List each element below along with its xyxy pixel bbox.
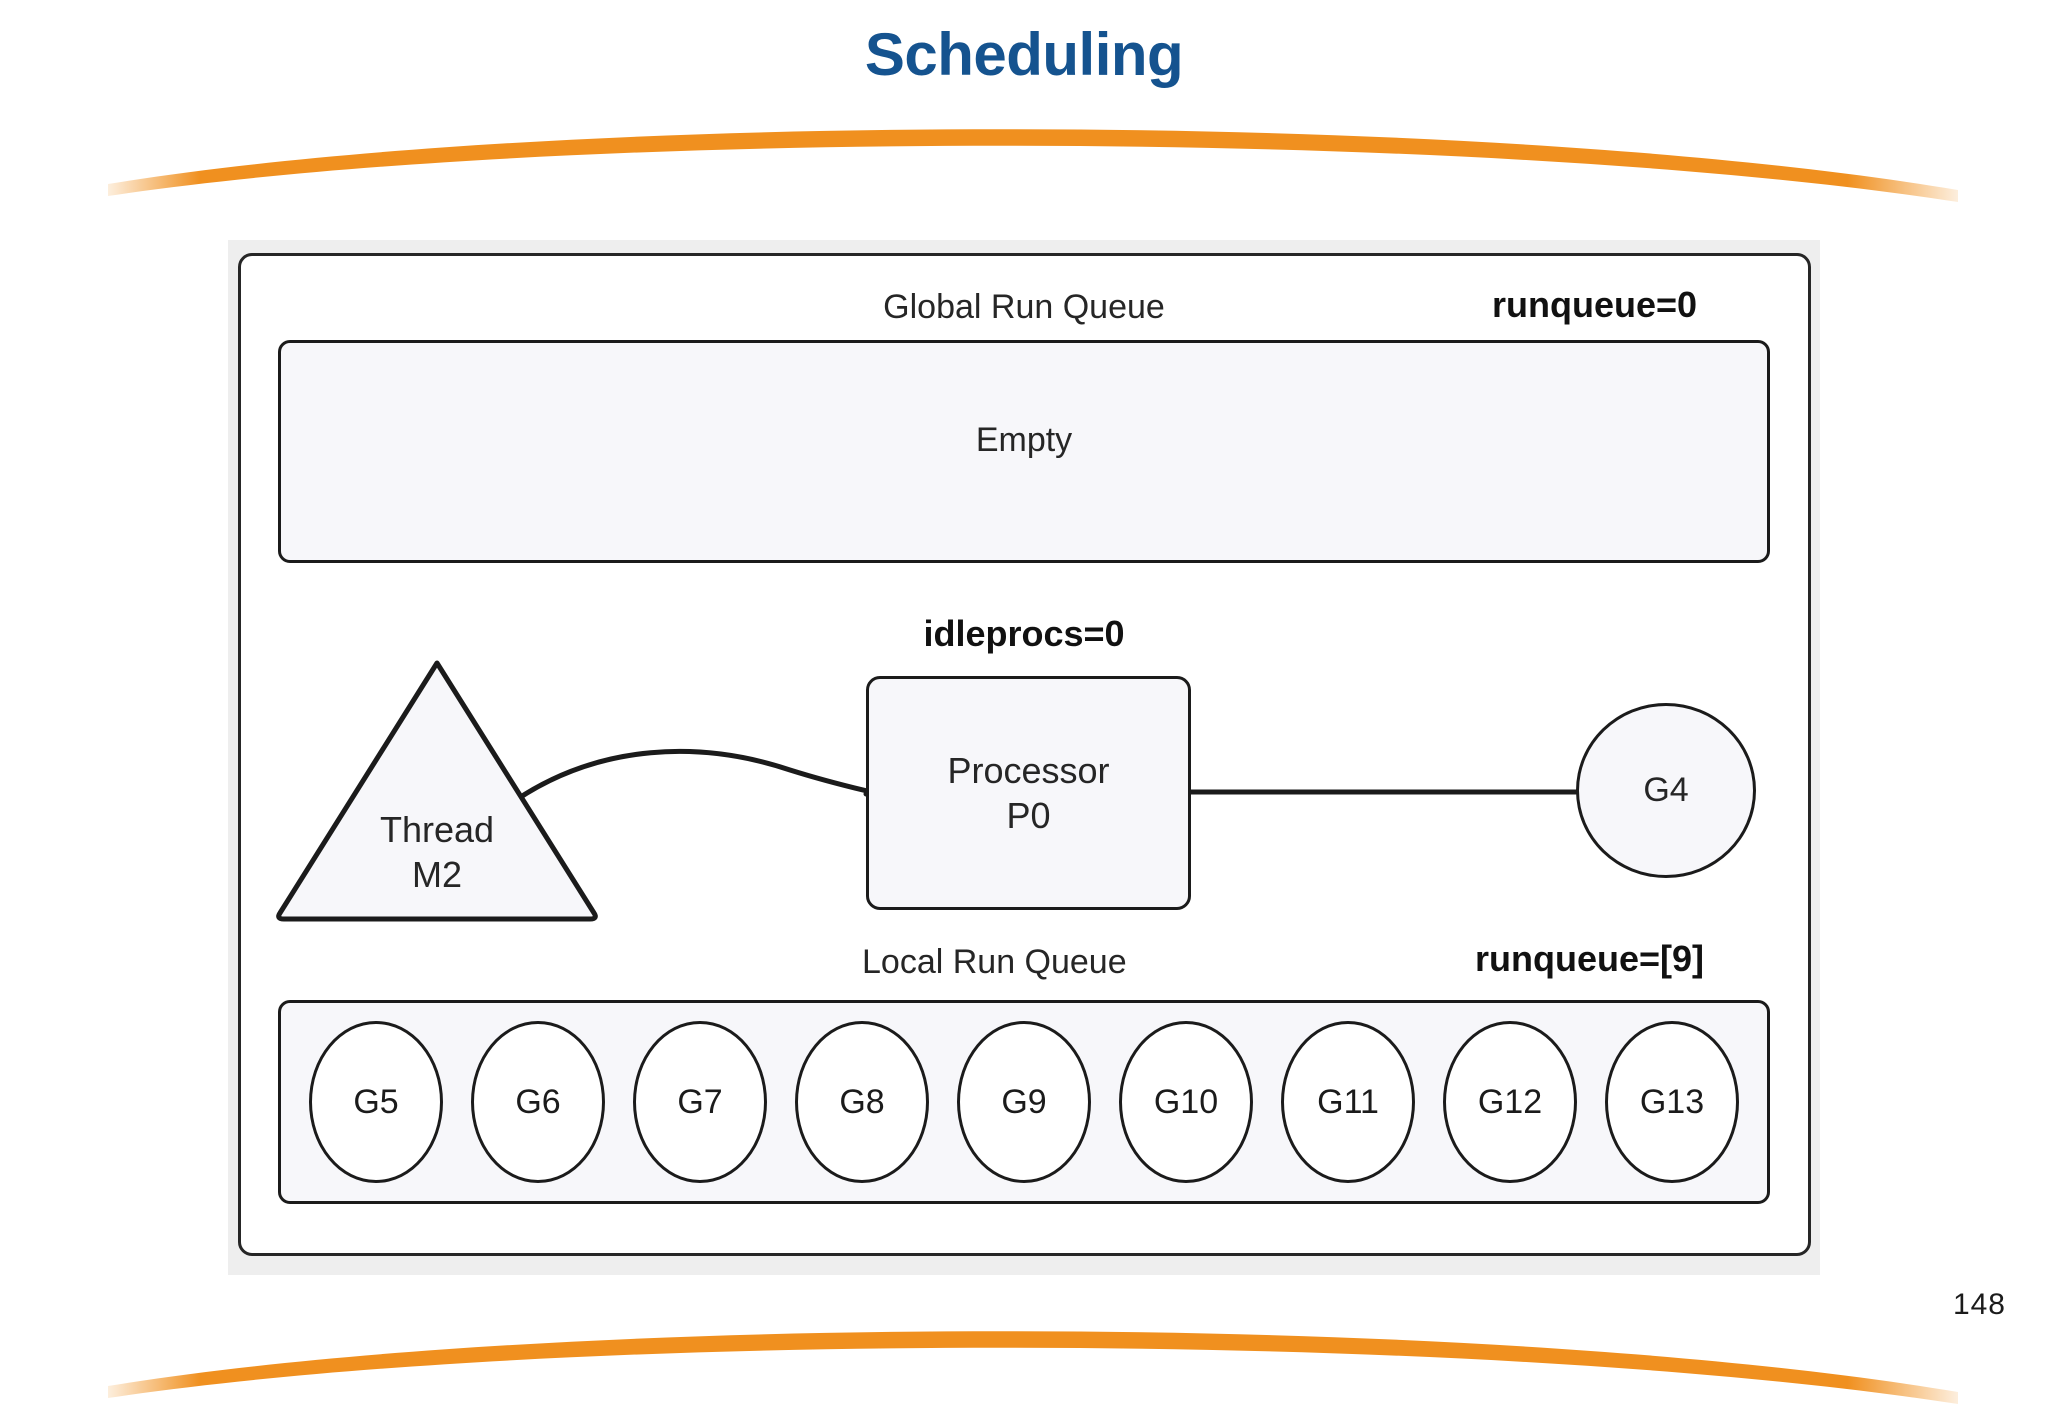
- processor-p0-box: Processor P0: [866, 676, 1191, 910]
- global-run-queue-box: Empty: [278, 340, 1770, 563]
- global-run-queue-empty-text: Empty: [975, 421, 1073, 459]
- goroutine-g9: G9: [957, 1021, 1091, 1183]
- goroutine-g13: G13: [1605, 1021, 1739, 1183]
- local-run-queue-label: Local Run Queue: [862, 943, 1127, 981]
- thread-label-line2: M2: [411, 854, 462, 896]
- goroutine-g8: G8: [795, 1021, 929, 1183]
- decorative-swoosh-top: [108, 129, 1958, 202]
- goroutine-g11: G11: [1281, 1021, 1415, 1183]
- slide-page-number: 148: [1952, 1288, 2006, 1321]
- processor-label-line1: Processor: [947, 749, 1110, 791]
- thread-label-line1: Thread: [379, 809, 495, 850]
- goroutine-g12: G12: [1443, 1021, 1577, 1183]
- goroutine-g7: G7: [633, 1021, 767, 1183]
- triangle-icon: [276, 660, 598, 922]
- goroutine-g5: G5: [309, 1021, 443, 1183]
- global-runqueue-stat: runqueue=0: [1492, 284, 1698, 325]
- thread-m2-shape: Thread M2: [272, 655, 602, 925]
- goroutine-g10: G10: [1119, 1021, 1253, 1183]
- page-title: Scheduling: [864, 21, 1184, 88]
- decorative-swoosh-bottom: [108, 1331, 1958, 1404]
- goroutine-g6: G6: [471, 1021, 605, 1183]
- goroutine-g4: G4: [1576, 703, 1756, 878]
- processor-label-line2: P0: [1006, 795, 1051, 836]
- local-runqueue-stat: runqueue=[9]: [1475, 938, 1705, 979]
- thread-m2-text: Thread M2: [272, 807, 602, 898]
- global-run-queue-label: Global Run Queue: [883, 288, 1165, 326]
- idleprocs-stat: idleprocs=0: [923, 613, 1125, 654]
